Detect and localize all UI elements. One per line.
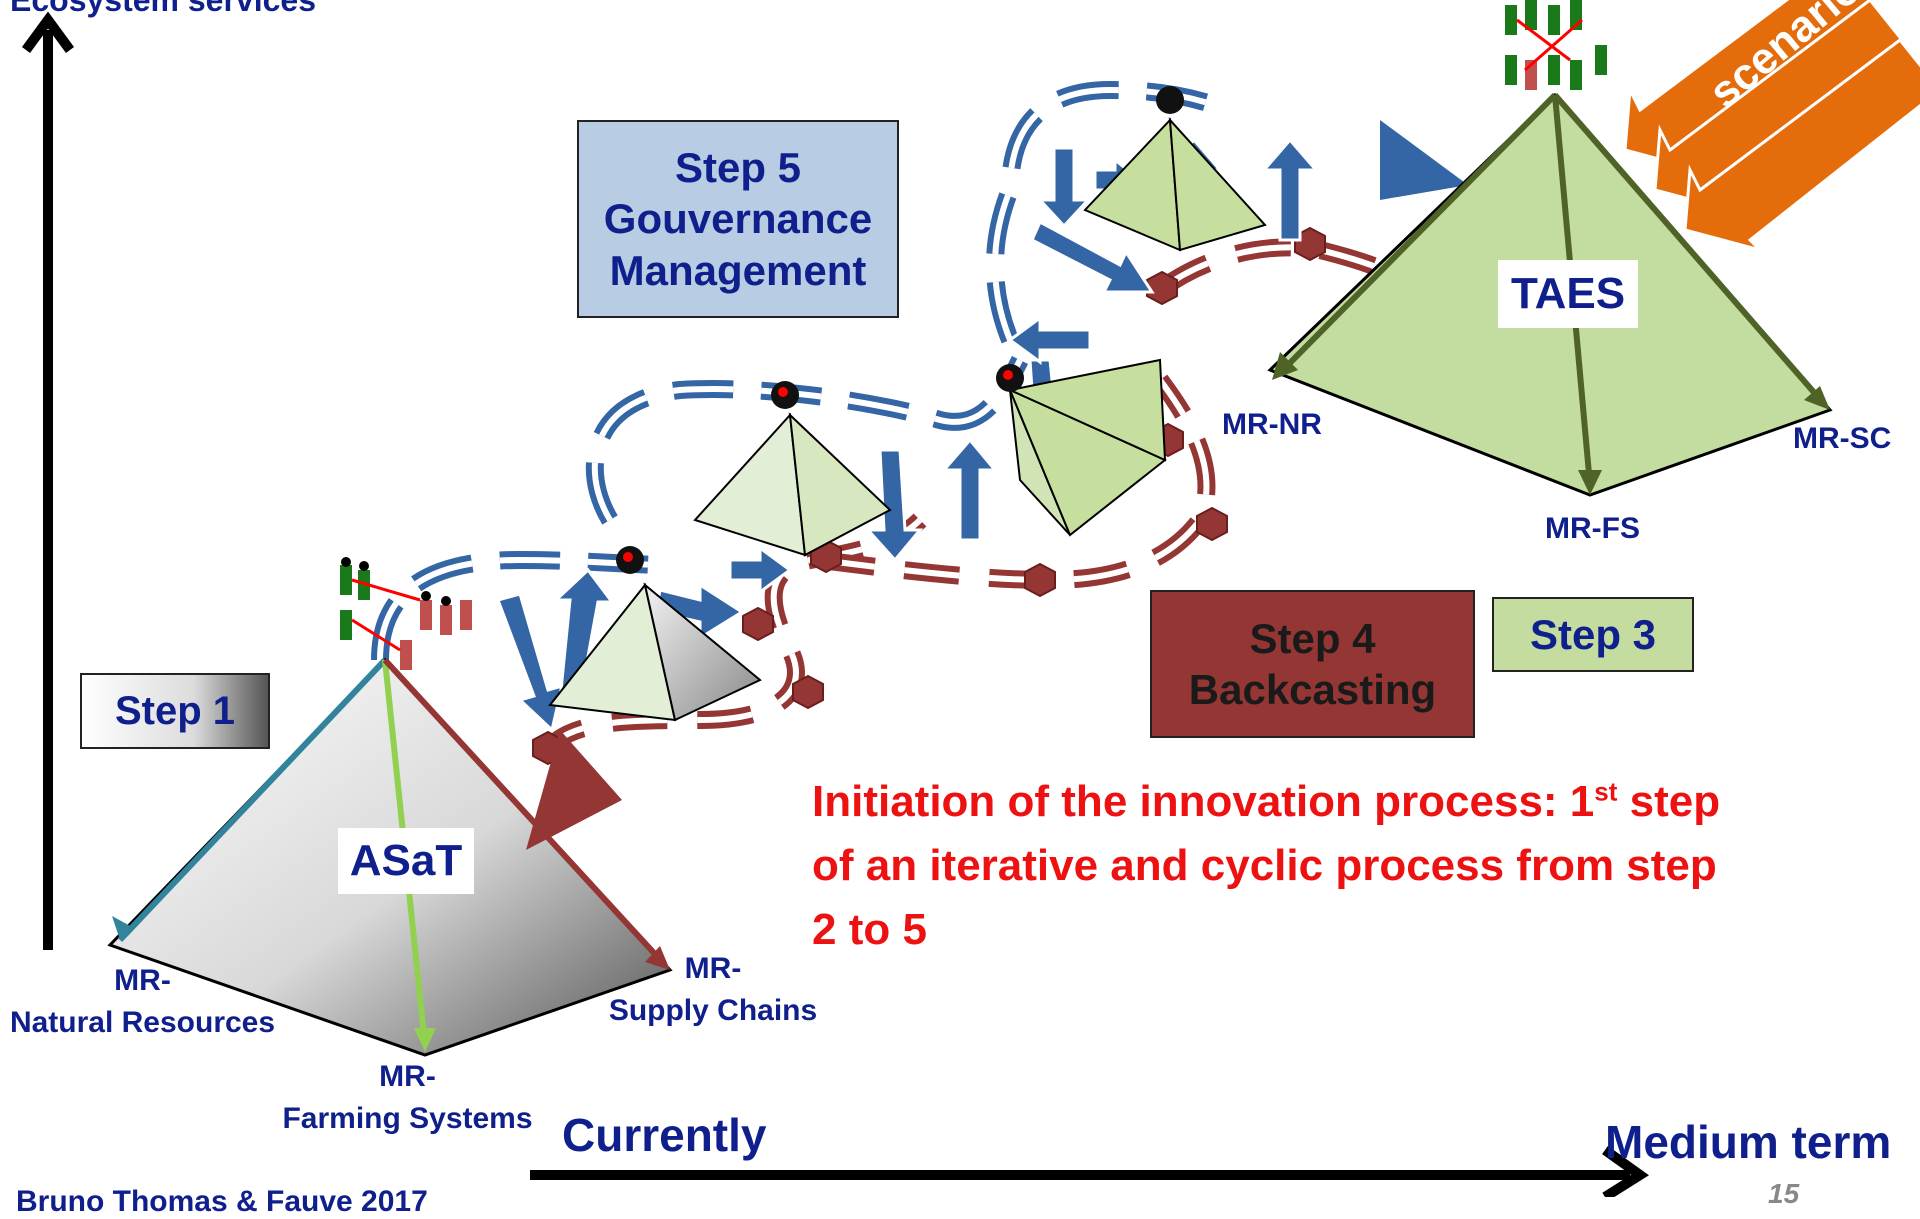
up-arrow — [940, 437, 999, 542]
initiation-note-line1: Initiation of the innovation process: 1s… — [812, 770, 1812, 834]
y-axis — [21, 11, 75, 950]
step1-box: Step 1 — [80, 673, 270, 749]
step5-label-line3: Management — [609, 246, 867, 294]
initiation-note-superscript: st — [1594, 776, 1618, 807]
backcasting-path — [531, 238, 1416, 765]
mr-natural-resources-prefix: MR- — [114, 964, 171, 997]
left-arrow — [1007, 315, 1092, 365]
mr-supply-chains-name: Supply Chains — [608, 994, 818, 1027]
mr-farming-systems-name: Farming Systems — [282, 1102, 533, 1135]
asat-label: ASaT — [338, 828, 474, 894]
y-axis-label: Ecosystem services — [10, 0, 316, 18]
mr-sc-label: MR-SC — [1793, 422, 1892, 455]
right-arrow — [728, 545, 793, 595]
step5-label-line1: Step 5 — [674, 144, 802, 192]
taes-label: TAES — [1498, 260, 1638, 328]
intermediate-pyramid-3 — [1006, 358, 1167, 537]
x-axis-end-label: Medium term — [1605, 1116, 1892, 1168]
down-arrow — [1036, 146, 1092, 229]
x-axis — [530, 1145, 1649, 1197]
mr-natural-resources-name: Natural Resources — [9, 1006, 276, 1039]
hexagon-node — [1146, 270, 1178, 306]
x-axis-start-label: Currently — [562, 1109, 767, 1161]
step4-label-line1: Step 4 — [1249, 614, 1376, 662]
hexagon-node — [1024, 562, 1056, 598]
mr-supply-chains-prefix: MR- — [684, 952, 742, 985]
initiation-note-line1-b: step — [1617, 777, 1721, 826]
scenarios-arrows — [1623, 0, 1920, 253]
mr-supply-chains-label: MR- Supply Chains — [602, 948, 824, 1032]
stakeholder-group-initial — [340, 557, 472, 670]
step5-label-line2: Gouvernance — [603, 195, 873, 243]
step4-label-line2: Backcasting — [1188, 666, 1437, 713]
footer-author: Bruno Thomas & Fauve 2017 — [16, 1185, 428, 1218]
hexagon-node — [792, 674, 824, 710]
down-arrow — [496, 592, 565, 733]
stakeholder-group-target — [1505, 0, 1607, 90]
initiation-note-line2: of an iterative and cyclic process from … — [812, 840, 1717, 890]
step4-box: Step 4 Backcasting — [1150, 590, 1475, 738]
down-right-arrow — [1030, 219, 1155, 294]
stakeholder-group-small — [616, 86, 1184, 574]
hexagon-node — [742, 606, 774, 642]
initiation-note-line1-a: Initiation of the innovation process: 1 — [812, 777, 1595, 826]
page-number: 15 — [1768, 1178, 1800, 1209]
mr-fs-label: MR-FS — [1545, 512, 1640, 545]
blue-triangle-heads — [1380, 120, 1468, 200]
initiation-note-line3: 2 to 5 — [812, 904, 927, 954]
intermediate-pyramid-2 — [693, 412, 892, 557]
up-arrow — [1260, 137, 1320, 242]
step3-label: Step 3 — [1529, 610, 1657, 658]
mr-farming-systems-label: MR- Farming Systems — [275, 1056, 540, 1140]
hexagon-node — [1196, 506, 1228, 542]
step3-box: Step 3 — [1492, 597, 1694, 672]
step1-label: Step 1 — [114, 688, 236, 733]
triangle-head — [1380, 120, 1468, 200]
intermediate-pyramid-4 — [1083, 117, 1267, 252]
mr-nr-label: MR-NR — [1222, 408, 1322, 441]
up-arrow — [552, 567, 615, 702]
step5-box: Step 5 Gouvernance Management — [577, 120, 899, 318]
intermediate-pyramid-1 — [548, 582, 762, 722]
mr-farming-systems-prefix: MR- — [379, 1060, 436, 1093]
initiation-note: Initiation of the innovation process: 1s… — [812, 770, 1812, 961]
mr-natural-resources-label: MR- Natural Resources — [0, 960, 285, 1044]
red-triangle-head — [526, 730, 622, 850]
down-arrow — [864, 448, 924, 563]
